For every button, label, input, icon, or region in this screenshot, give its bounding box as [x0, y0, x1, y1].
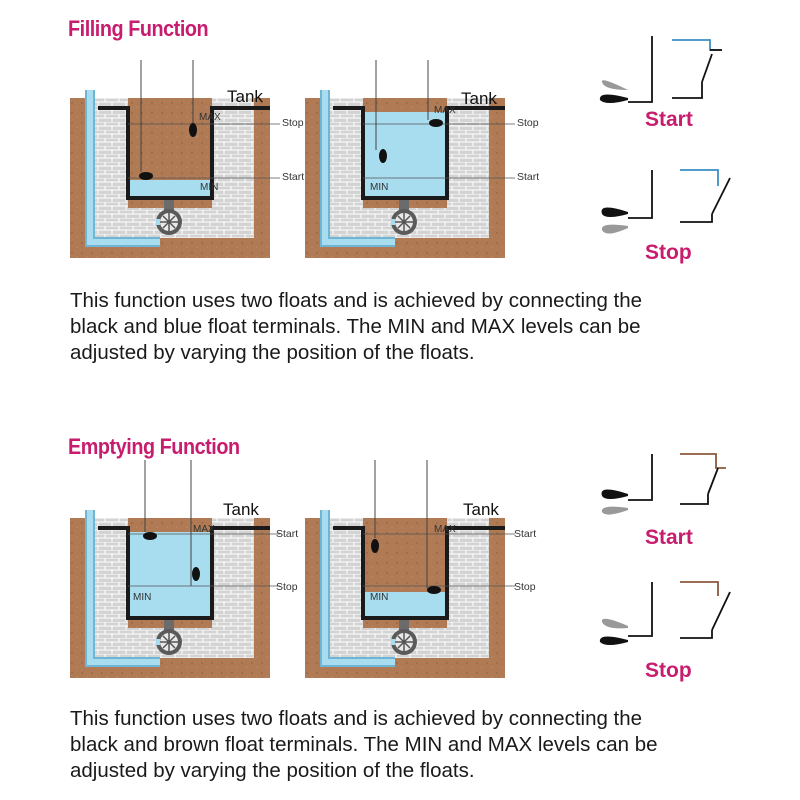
emptying-description: This function uses two floats and is ach… — [70, 706, 770, 784]
emptying-switch-start — [601, 453, 726, 515]
float-high — [143, 532, 157, 540]
emptying-tank-2-label: Tank — [463, 500, 499, 519]
emptying-title: Emptying Function — [68, 434, 240, 459]
filling-tank-1-start: Start — [282, 171, 304, 183]
filling-switch-start — [599, 36, 722, 103]
filling-tank-1-stop: Stop — [282, 117, 304, 129]
emptying-tank-2-max: MAX — [434, 524, 456, 535]
float-low — [139, 172, 153, 180]
emptying-switch-stop-label: Stop — [645, 659, 692, 682]
emptying-description-line-3: adjusted by varying the position of the … — [70, 759, 475, 782]
filling-switch-stop — [601, 169, 731, 234]
emptying-tank-1-max: MAX — [193, 524, 215, 535]
emptying-tank-2-stop: Stop — [514, 581, 536, 593]
emptying-tank-1-min: MIN — [133, 592, 151, 603]
emptying-tank-1-stop: Stop — [276, 581, 298, 593]
float-high — [371, 539, 379, 553]
emptying-description-line-1: This function uses two floats and is ach… — [70, 707, 643, 730]
float-high — [429, 119, 443, 127]
filling-description-line-1: This function uses two floats and is ach… — [70, 289, 643, 312]
filling-tank-2-min: MIN — [370, 182, 388, 193]
float-low — [379, 149, 387, 163]
filling-tank-1-label: Tank — [227, 87, 263, 106]
filling-description-line-2: black and blue float terminals. The MIN … — [70, 315, 641, 338]
emptying-tank-2 — [305, 460, 515, 678]
emptying-tank-2-min: MIN — [370, 592, 388, 603]
filling-tank-1 — [70, 60, 280, 258]
emptying-tank-1 — [70, 460, 280, 678]
emptying-description-line-2: black and brown float terminals. The MIN… — [70, 733, 658, 756]
filling-tank-2 — [305, 60, 515, 258]
emptying-tank-1-label: Tank — [223, 500, 259, 519]
filling-tank-2-stop: Stop — [517, 117, 539, 129]
filling-title: Filling Function — [68, 16, 209, 41]
emptying-switch-stop — [599, 581, 731, 645]
float-low — [427, 586, 441, 594]
float-high — [189, 123, 197, 137]
filling-switch-start-label: Start — [645, 108, 693, 131]
filling-tank-2-label: Tank — [461, 89, 497, 108]
filling-description: This function uses two floats and is ach… — [70, 288, 770, 366]
filling-tank-1-max: MAX — [199, 112, 221, 123]
float-low — [192, 567, 200, 581]
filling-description-line-3: adjusted by varying the position of the … — [70, 341, 475, 364]
filling-tank-1-min: MIN — [200, 182, 218, 193]
emptying-tank-1-start: Start — [276, 528, 298, 540]
filling-tank-2-max: MAX — [434, 105, 456, 116]
filling-tank-2-start: Start — [517, 171, 539, 183]
filling-switch-stop-label: Stop — [645, 241, 692, 264]
emptying-tank-2-start: Start — [514, 528, 536, 540]
emptying-switch-start-label: Start — [645, 526, 693, 549]
